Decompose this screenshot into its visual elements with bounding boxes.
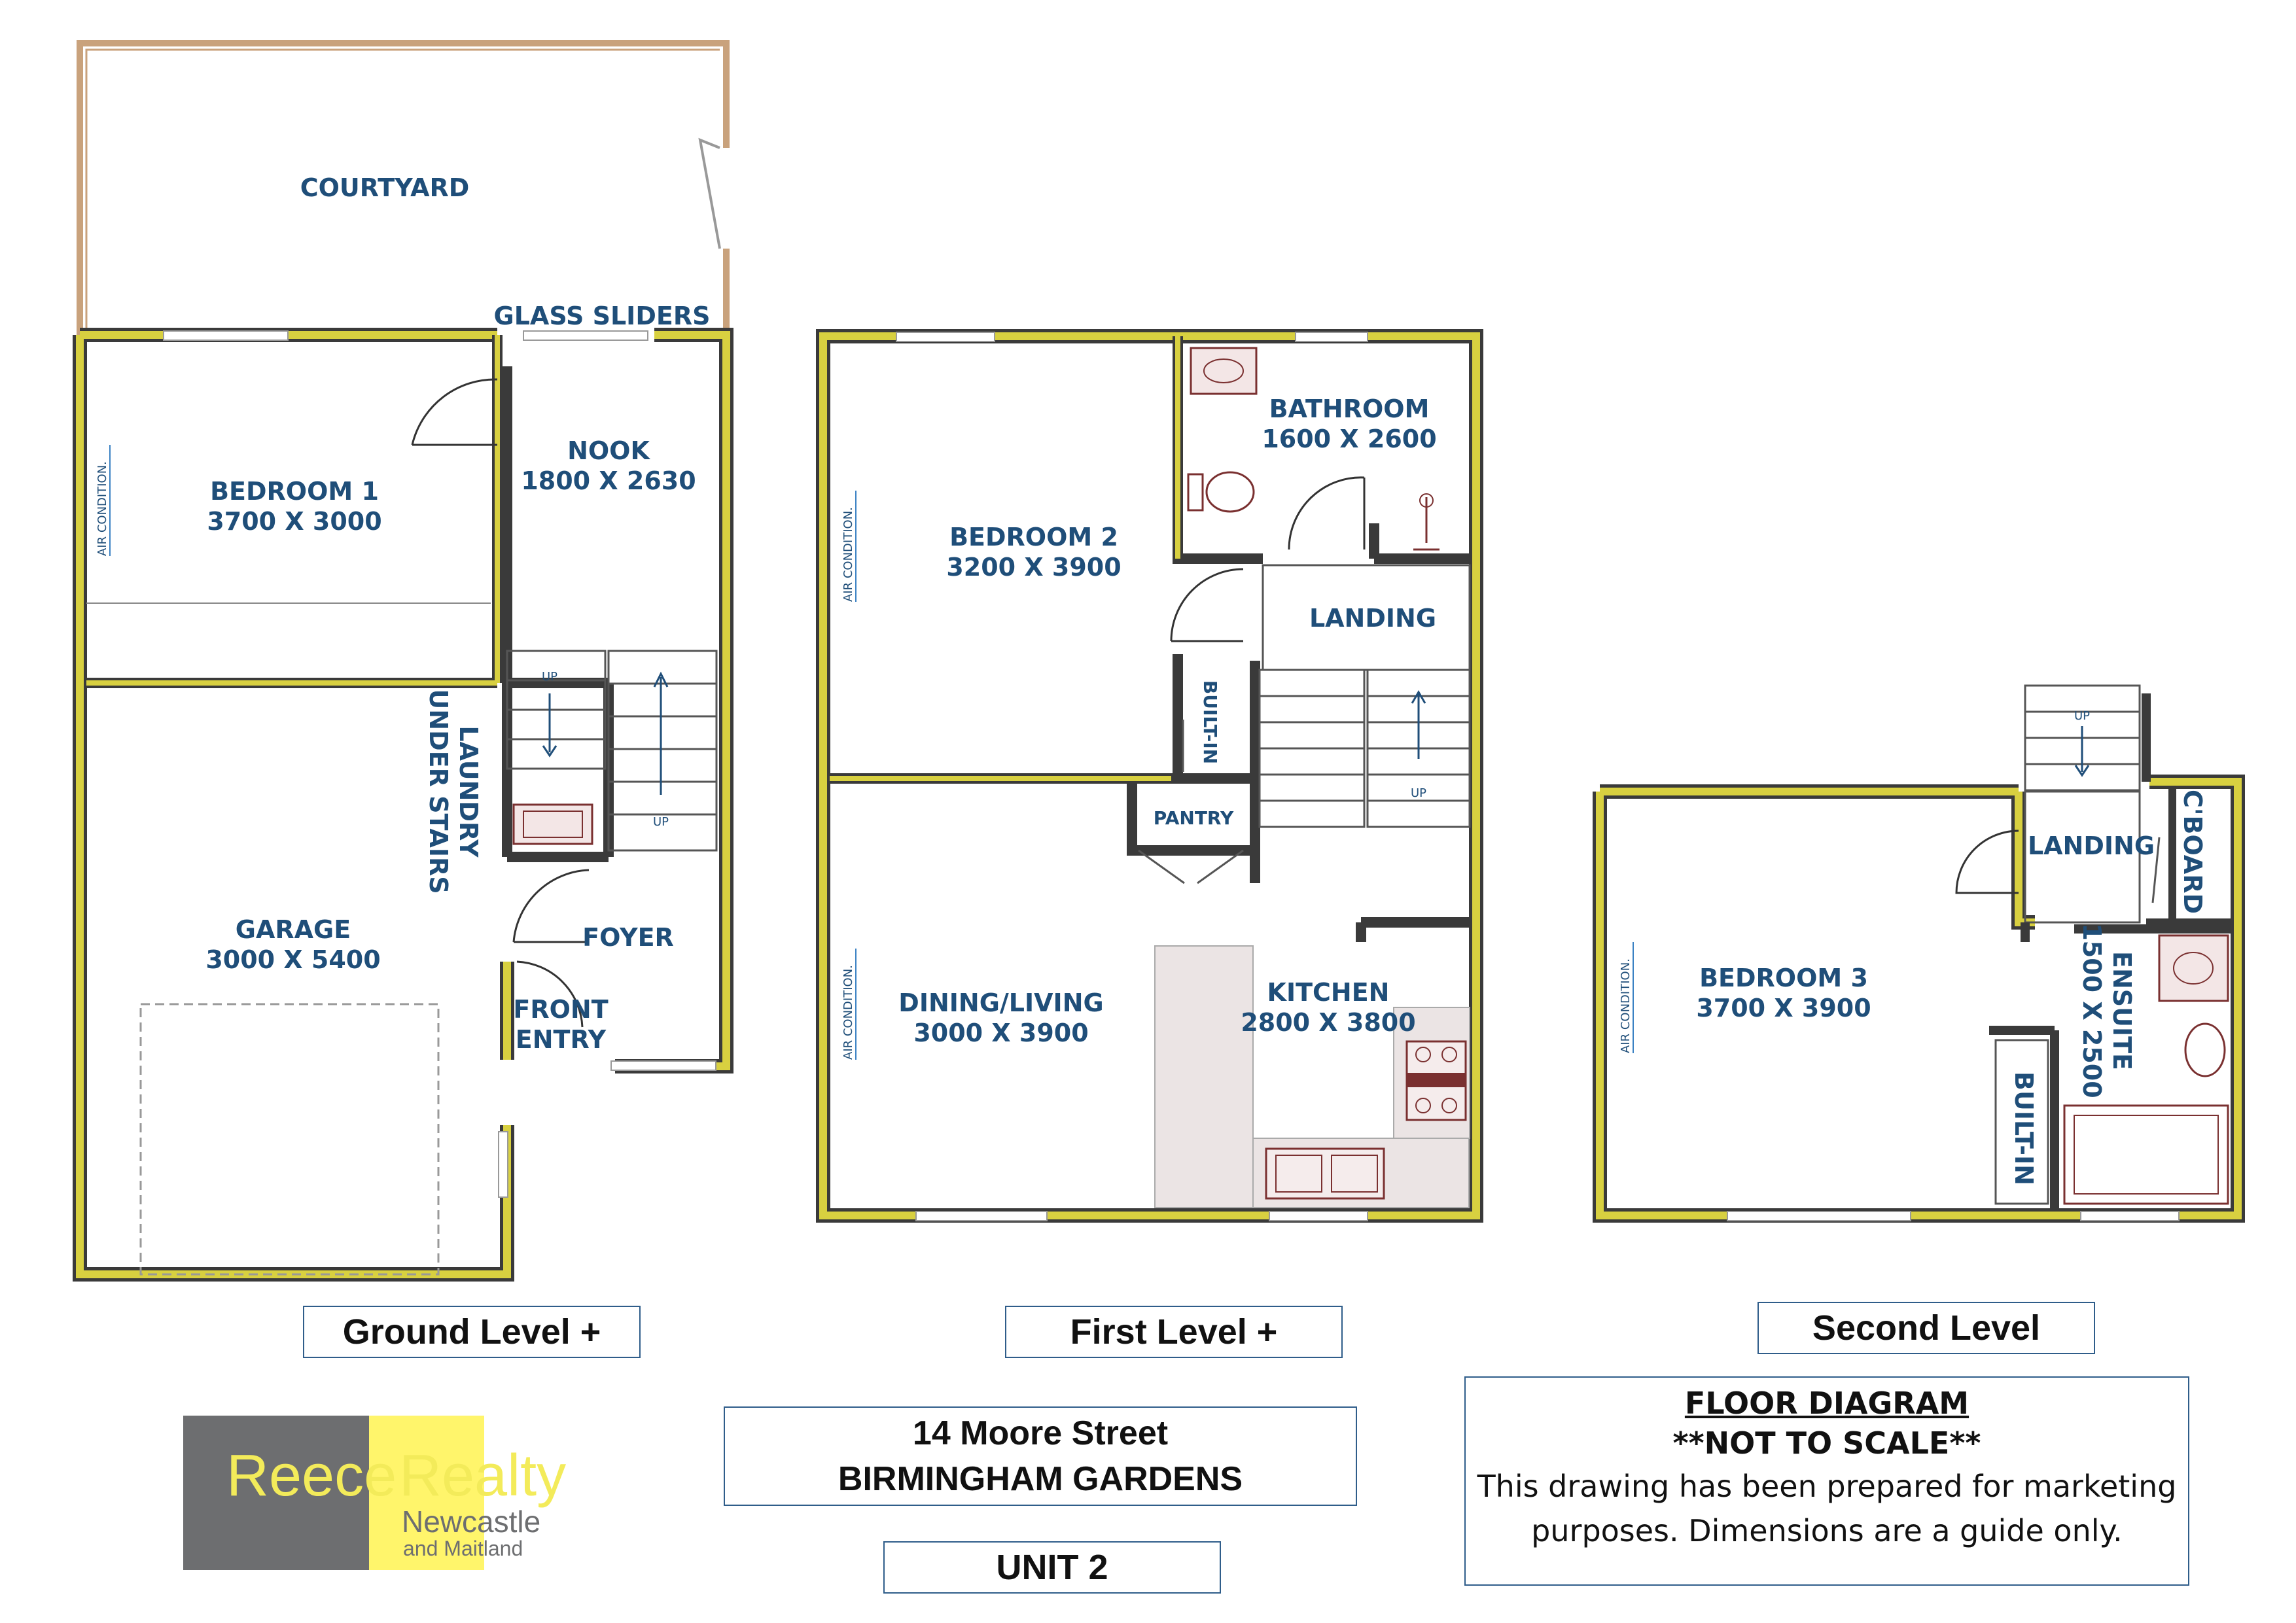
logo-word-realty: Realty [399, 1443, 566, 1509]
bedroom1-dim: 3700 X 3000 [207, 507, 381, 536]
dining-living-dim: 3000 X 3900 [913, 1019, 1088, 1047]
bedroom2-dim: 3200 X 3900 [946, 553, 1121, 582]
reece-realty-logo: Reece Realty Newcastle and Maitland [183, 1416, 576, 1570]
courtyard-label: COURTYARD [300, 173, 470, 202]
logo-and-maitland: and Maitland [403, 1537, 523, 1560]
second-builtin-label: BUILT-IN [2009, 1072, 2038, 1185]
laundry-under-stairs-label: UNDER STAIRS [424, 689, 453, 894]
first-stair-up-label: UP [1411, 786, 1426, 800]
foyer-label: FOYER [582, 923, 674, 952]
laundry-label: LAUNDRY [454, 725, 483, 858]
ensuite-label: ENSUITE [2108, 951, 2136, 1070]
bedroom1-label: BEDROOM 1 [210, 477, 379, 506]
ground-air-condition-label: AIR CONDITION. [96, 461, 109, 556]
address-street: 14 Moore Street [912, 1414, 1169, 1452]
address-suburb: BIRMINGHAM GARDENS [838, 1460, 1243, 1498]
second-stair-up-label: UP [2074, 709, 2090, 723]
kitchen-label: KITCHEN [1267, 978, 1390, 1007]
bathroom-dim: 1600 X 2600 [1262, 425, 1436, 453]
first-builtin-label: BUILT-IN [1199, 680, 1221, 764]
garage-label: GARAGE [236, 915, 351, 944]
note-scale: **NOT TO SCALE** [1672, 1425, 1981, 1461]
logo-word-reece: Reece [226, 1443, 397, 1509]
cboard-label: C'BOARD [2178, 790, 2207, 914]
second-landing-label: LANDING [2028, 831, 2155, 860]
note-title: FLOOR DIAGRAM [1684, 1386, 1969, 1421]
first-level-label: First Level + [1005, 1306, 1343, 1358]
logo-newcastle: Newcastle [402, 1505, 540, 1539]
pantry-label: PANTRY [1154, 807, 1234, 829]
second-level-plan: UP AIR CONDITION. BEDROOM 3 3700 X 3900 … [1593, 684, 2245, 1223]
nook-dim: 1800 X 2630 [521, 466, 696, 495]
first-level-plan: UP AIR CONDITION. AIR CONDITION. BEDROOM… [816, 329, 1483, 1223]
ensuite-dim: 1500 X 2500 [2077, 923, 2106, 1098]
ground-level-label: Ground Level + [303, 1306, 641, 1358]
nook-label: NOOK [567, 436, 650, 465]
second-level-label: Second Level [1757, 1302, 2095, 1354]
garage-dim: 3000 X 5400 [205, 945, 380, 974]
floor-diagram-note: FLOOR DIAGRAM **NOT TO SCALE** This draw… [1464, 1376, 2189, 1586]
glass-sliders-label: GLASS SLIDERS [494, 302, 711, 330]
first-air-condition-label-1: AIR CONDITION. [841, 507, 855, 602]
ground-level-plan: UP UP AIR CONDITION. COURTYARD GLASS SLI… [73, 40, 733, 1282]
bathroom-label: BATHROOM [1269, 394, 1430, 423]
bedroom3-label: BEDROOM 3 [1699, 964, 1868, 992]
bedroom2-label: BEDROOM 2 [949, 523, 1118, 551]
unit-label: UNIT 2 [883, 1541, 1221, 1594]
front-entry-label-2: ENTRY [516, 1025, 607, 1054]
second-air-condition-label: AIR CONDITION. [1619, 958, 1633, 1053]
ground-stair-up-label-1: UP [542, 670, 557, 684]
note-line1: This drawing has been prepared for marke… [1477, 1469, 2177, 1504]
ground-stair-up-label-2: UP [653, 815, 669, 829]
kitchen-dim: 2800 X 3800 [1241, 1008, 1415, 1037]
address-box: 14 Moore Street BIRMINGHAM GARDENS [724, 1406, 1357, 1506]
dining-living-label: DINING/LIVING [898, 988, 1103, 1017]
note-line2: purposes. Dimensions are a guide only. [1531, 1513, 2123, 1548]
front-entry-label-1: FRONT [513, 995, 608, 1024]
logo-graphic: Reece Realty Newcastle and Maitland [183, 1416, 566, 1570]
first-air-condition-label-2: AIR CONDITION. [841, 965, 855, 1060]
first-landing-label: LANDING [1309, 604, 1436, 633]
bedroom3-dim: 3700 X 3900 [1696, 994, 1871, 1022]
